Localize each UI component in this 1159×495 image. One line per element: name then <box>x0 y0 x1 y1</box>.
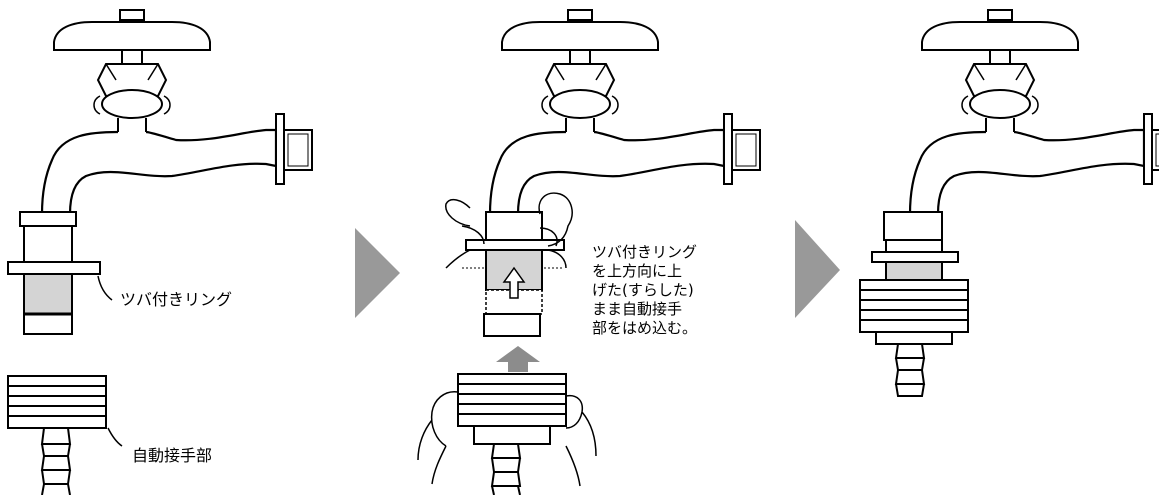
next-step-arrow-1 <box>355 228 400 318</box>
flange-ring <box>7 261 101 275</box>
instruction-line: を上方向に上 <box>592 262 683 280</box>
faucet-panel-3 <box>859 8 1159 397</box>
instruction-line: ツバ付きリング <box>592 243 698 261</box>
coupler-part-2 <box>417 373 597 495</box>
instruction-line: 部をはめ込む。 <box>592 319 698 337</box>
next-step-arrow-2 <box>795 220 840 318</box>
ring-label: ツバ付きリング <box>120 290 233 309</box>
instruction-text: ツバ付きリング を上方向に上 げた(すらした) まま自動接手 部をはめ込む。 <box>592 243 697 338</box>
coupler-part <box>7 375 123 495</box>
coupler-label: 自動接手部 <box>132 446 213 465</box>
instruction-line: まま自動接手 <box>592 300 683 318</box>
faucet-panel-1 <box>7 8 314 335</box>
instruction-line: げた(すらした) <box>592 281 694 299</box>
faucet-panel-2 <box>445 8 762 372</box>
